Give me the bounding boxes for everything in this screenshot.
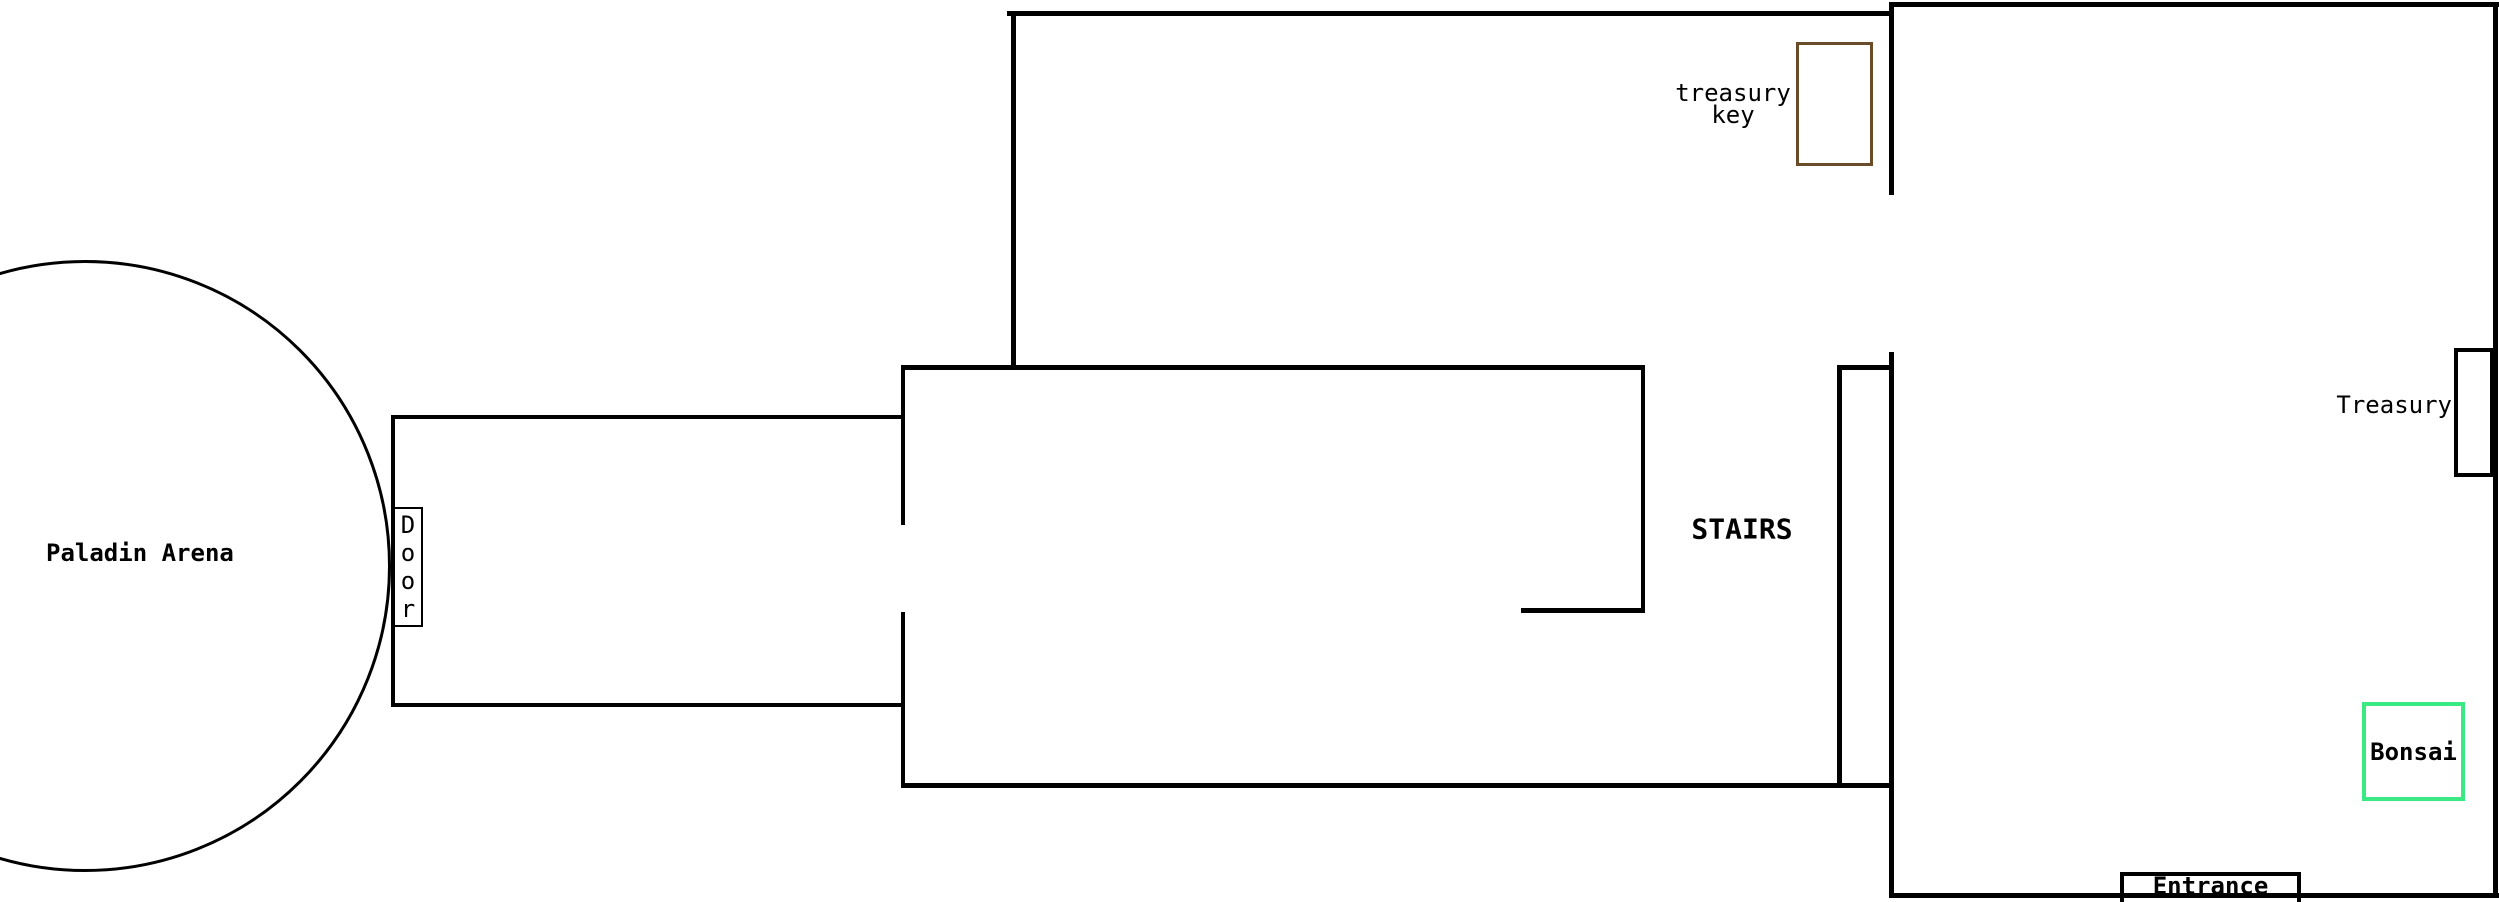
door-letter: D [400,511,416,539]
wall-middle-room-notch [1521,608,1645,613]
wall-middle-room-left-upper [901,365,905,525]
wall-middle-room-right [1641,365,1645,613]
wall-middle-room-top [901,365,1645,370]
wall-right-room-bottom [1889,893,2499,898]
wall-stairs-top [1837,365,1894,370]
wall-stairs-left [1837,365,1842,788]
door-marker: D o o r [393,507,423,627]
wall-corridor-top [391,415,905,419]
wall-right-room-right [2493,2,2498,898]
wall-upper-room-left [1011,11,1016,370]
door-letter: r [400,595,416,623]
paladin-arena-label: Paladin Arena [46,539,234,567]
wall-middle-room-left-lower [901,612,905,788]
treasury-key-label-line1: treasury [1675,79,1791,107]
wall-right-room-left-lower [1889,352,1894,898]
treasury-key-label: treasury key [1675,79,1791,129]
wall-middle-room-bottom [901,783,1894,788]
treasury-key-label-line2: key [1711,101,1755,129]
treasury-key-marker [1796,42,1873,166]
wall-right-room-top [1889,2,2499,7]
wall-upper-room-top [1007,11,1893,16]
door-letter: o [400,567,416,595]
wall-right-room-left-upper [1889,2,1894,195]
bonsai-label: Bonsai [2370,737,2457,766]
treasury-label: Treasury [2336,391,2452,419]
treasury-door-marker [2454,348,2494,477]
stairs-label: STAIRS [1691,512,1793,546]
door-letter: o [400,539,416,567]
entrance-marker: Entrance [2120,872,2301,902]
bonsai-marker: Bonsai [2362,702,2465,801]
wall-corridor-bottom [391,703,905,707]
